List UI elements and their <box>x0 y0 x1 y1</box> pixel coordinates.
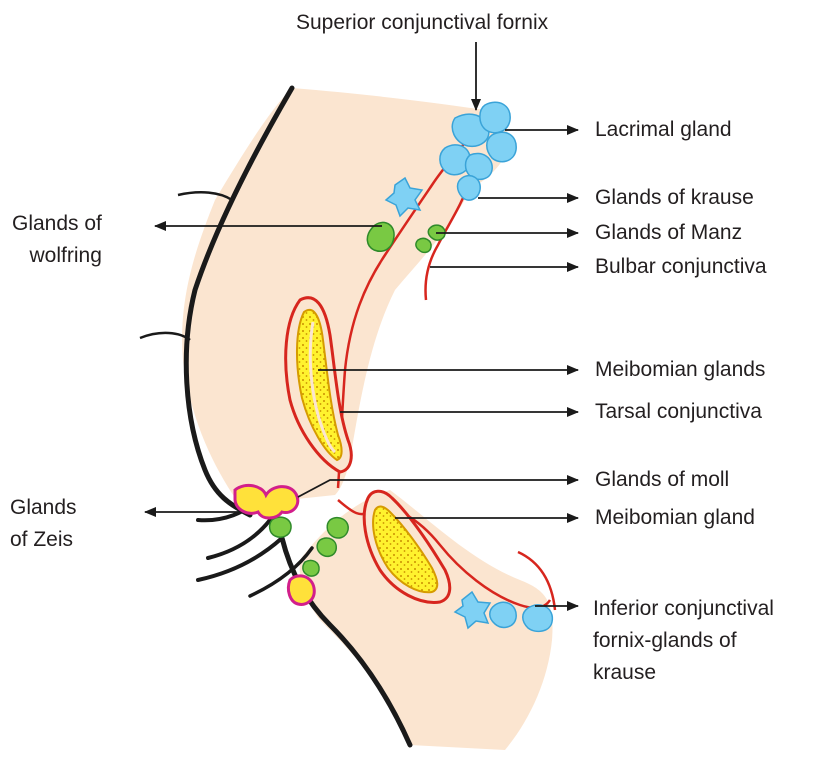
glands-of-krause-upper <box>384 174 481 218</box>
arrow-glands-moll <box>297 475 579 498</box>
glands-of-zeis-upper <box>233 483 300 520</box>
skin-fold-upper <box>177 191 233 202</box>
label-meibomian-gland: Meibomian gland <box>595 506 755 529</box>
lower-eyelid-tissue <box>299 490 553 750</box>
label-glands-krause: Glands of krause <box>595 186 754 209</box>
label-glands-wolfring-line1: Glands of <box>12 212 102 235</box>
label-tarsal-conjunctiva: Tarsal conjunctiva <box>595 400 762 423</box>
label-glands-zeis-line1: Glands <box>10 496 77 519</box>
lacrimal-gland-cluster <box>439 101 517 181</box>
skin-fold-middle <box>139 331 191 342</box>
glands-of-zeis-lower <box>286 574 316 606</box>
label-glands-wolfring: Glands of wolfring <box>12 208 102 272</box>
glands-of-wolfring <box>366 221 395 252</box>
glands-of-moll-lower <box>326 516 349 539</box>
eyelash-lower-2 <box>248 546 314 598</box>
inferior-fornix-line <box>517 550 557 611</box>
lower-meibomian-gland <box>372 505 439 594</box>
eyelash-upper-2 <box>206 518 272 560</box>
eyelash-lower <box>196 536 284 582</box>
upper-meibomian-duct <box>308 321 337 454</box>
label-inferior-fornix-line1: Inferior conjunctival <box>593 597 774 620</box>
glands-of-manz-2 <box>415 237 432 254</box>
upper-meibomian-gland <box>296 308 343 462</box>
bulbar-conjunctiva-line <box>424 179 472 301</box>
label-glands-moll: Glands of moll <box>595 468 730 491</box>
glands-of-moll-lower-3 <box>302 559 320 577</box>
label-superior-fornix: Superior conjunctival fornix <box>296 11 549 34</box>
label-inferior-fornix-line3: krause <box>593 661 657 684</box>
glands-of-moll-upper <box>268 516 292 538</box>
label-meibomian-glands: Meibomian glands <box>595 358 766 381</box>
skin-outline-upper <box>183 85 295 518</box>
label-bulbar-conjunctiva: Bulbar conjunctiva <box>595 255 767 278</box>
label-glands-wolfring-line2: wolfring <box>29 244 102 267</box>
skin-outline-lower <box>279 535 413 748</box>
label-inferior-fornix: Inferior conjunctival fornix-glands of k… <box>593 593 774 689</box>
label-glands-zeis-line2: of Zeis <box>10 528 74 551</box>
label-inferior-fornix-line2: fornix-glands of <box>593 629 737 652</box>
label-glands-zeis: Glands of Zeis <box>10 492 77 556</box>
label-glands-manz: Glands of Manz <box>595 221 743 244</box>
glands-of-moll-lower-2 <box>316 537 337 558</box>
label-lacrimal-gland: Lacrimal gland <box>595 118 732 141</box>
glands-of-krause-lower <box>453 590 554 633</box>
